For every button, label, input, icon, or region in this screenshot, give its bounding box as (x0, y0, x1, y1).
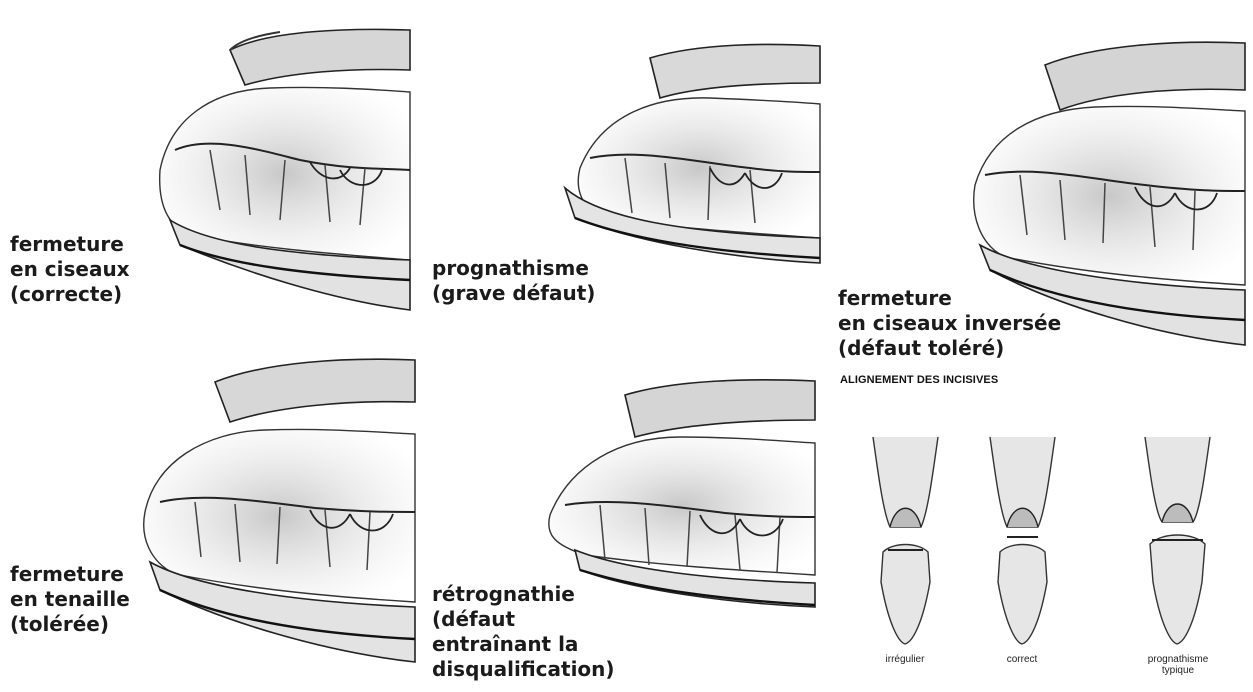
incisor-irregular-illustration (868, 432, 943, 647)
label-line: fermeture (10, 232, 130, 257)
incisor-correct-illustration (985, 432, 1060, 647)
incisor-alignment-title: ALIGNEMENT DES INCISIVES (840, 374, 998, 386)
label-line: correct (1007, 654, 1038, 665)
label-line: (défaut toléré) (838, 336, 1061, 361)
jaw-illustration-scissor (150, 10, 410, 320)
jaw-illustration-retrognathia (535, 375, 815, 615)
label-line: entraînant la (432, 632, 615, 657)
label-line: fermeture (10, 562, 130, 587)
incisor-label-prognathism: prognathisme typique (1118, 654, 1238, 676)
incisor-prognathism-illustration (1140, 432, 1215, 647)
label-line: prognathisme (1118, 654, 1238, 665)
label-line: en ciseaux (10, 257, 130, 282)
label-line: typique (1118, 665, 1238, 676)
label-line: rétrognathie (432, 582, 615, 607)
label-line: en tenaille (10, 587, 130, 612)
label-line: prognathisme (432, 256, 595, 281)
label-line: (correcte) (10, 282, 130, 307)
label-line: disqualification) (432, 657, 615, 682)
label-line: (défaut (432, 607, 615, 632)
label-reverse-scissor: fermeture en ciseaux inversée (défaut to… (838, 286, 1061, 361)
jaw-illustration-prognathism (560, 38, 820, 268)
label-line: en ciseaux inversée (838, 311, 1061, 336)
label-line: (tolérée) (10, 612, 130, 637)
jaw-illustration-pincer (135, 352, 415, 672)
label-retrognathia: rétrognathie (défaut entraînant la disqu… (432, 582, 615, 682)
incisor-label-irregular: irrégulier (845, 654, 965, 665)
label-line: irrégulier (886, 654, 925, 665)
label-pincer-bite: fermeture en tenaille (tolérée) (10, 562, 130, 637)
label-prognathism: prognathisme (grave défaut) (432, 256, 595, 306)
label-line: (grave défaut) (432, 281, 595, 306)
incisor-label-correct: correct (962, 654, 1082, 665)
label-scissor-bite: fermeture en ciseaux (correcte) (10, 232, 130, 307)
label-line: fermeture (838, 286, 1061, 311)
